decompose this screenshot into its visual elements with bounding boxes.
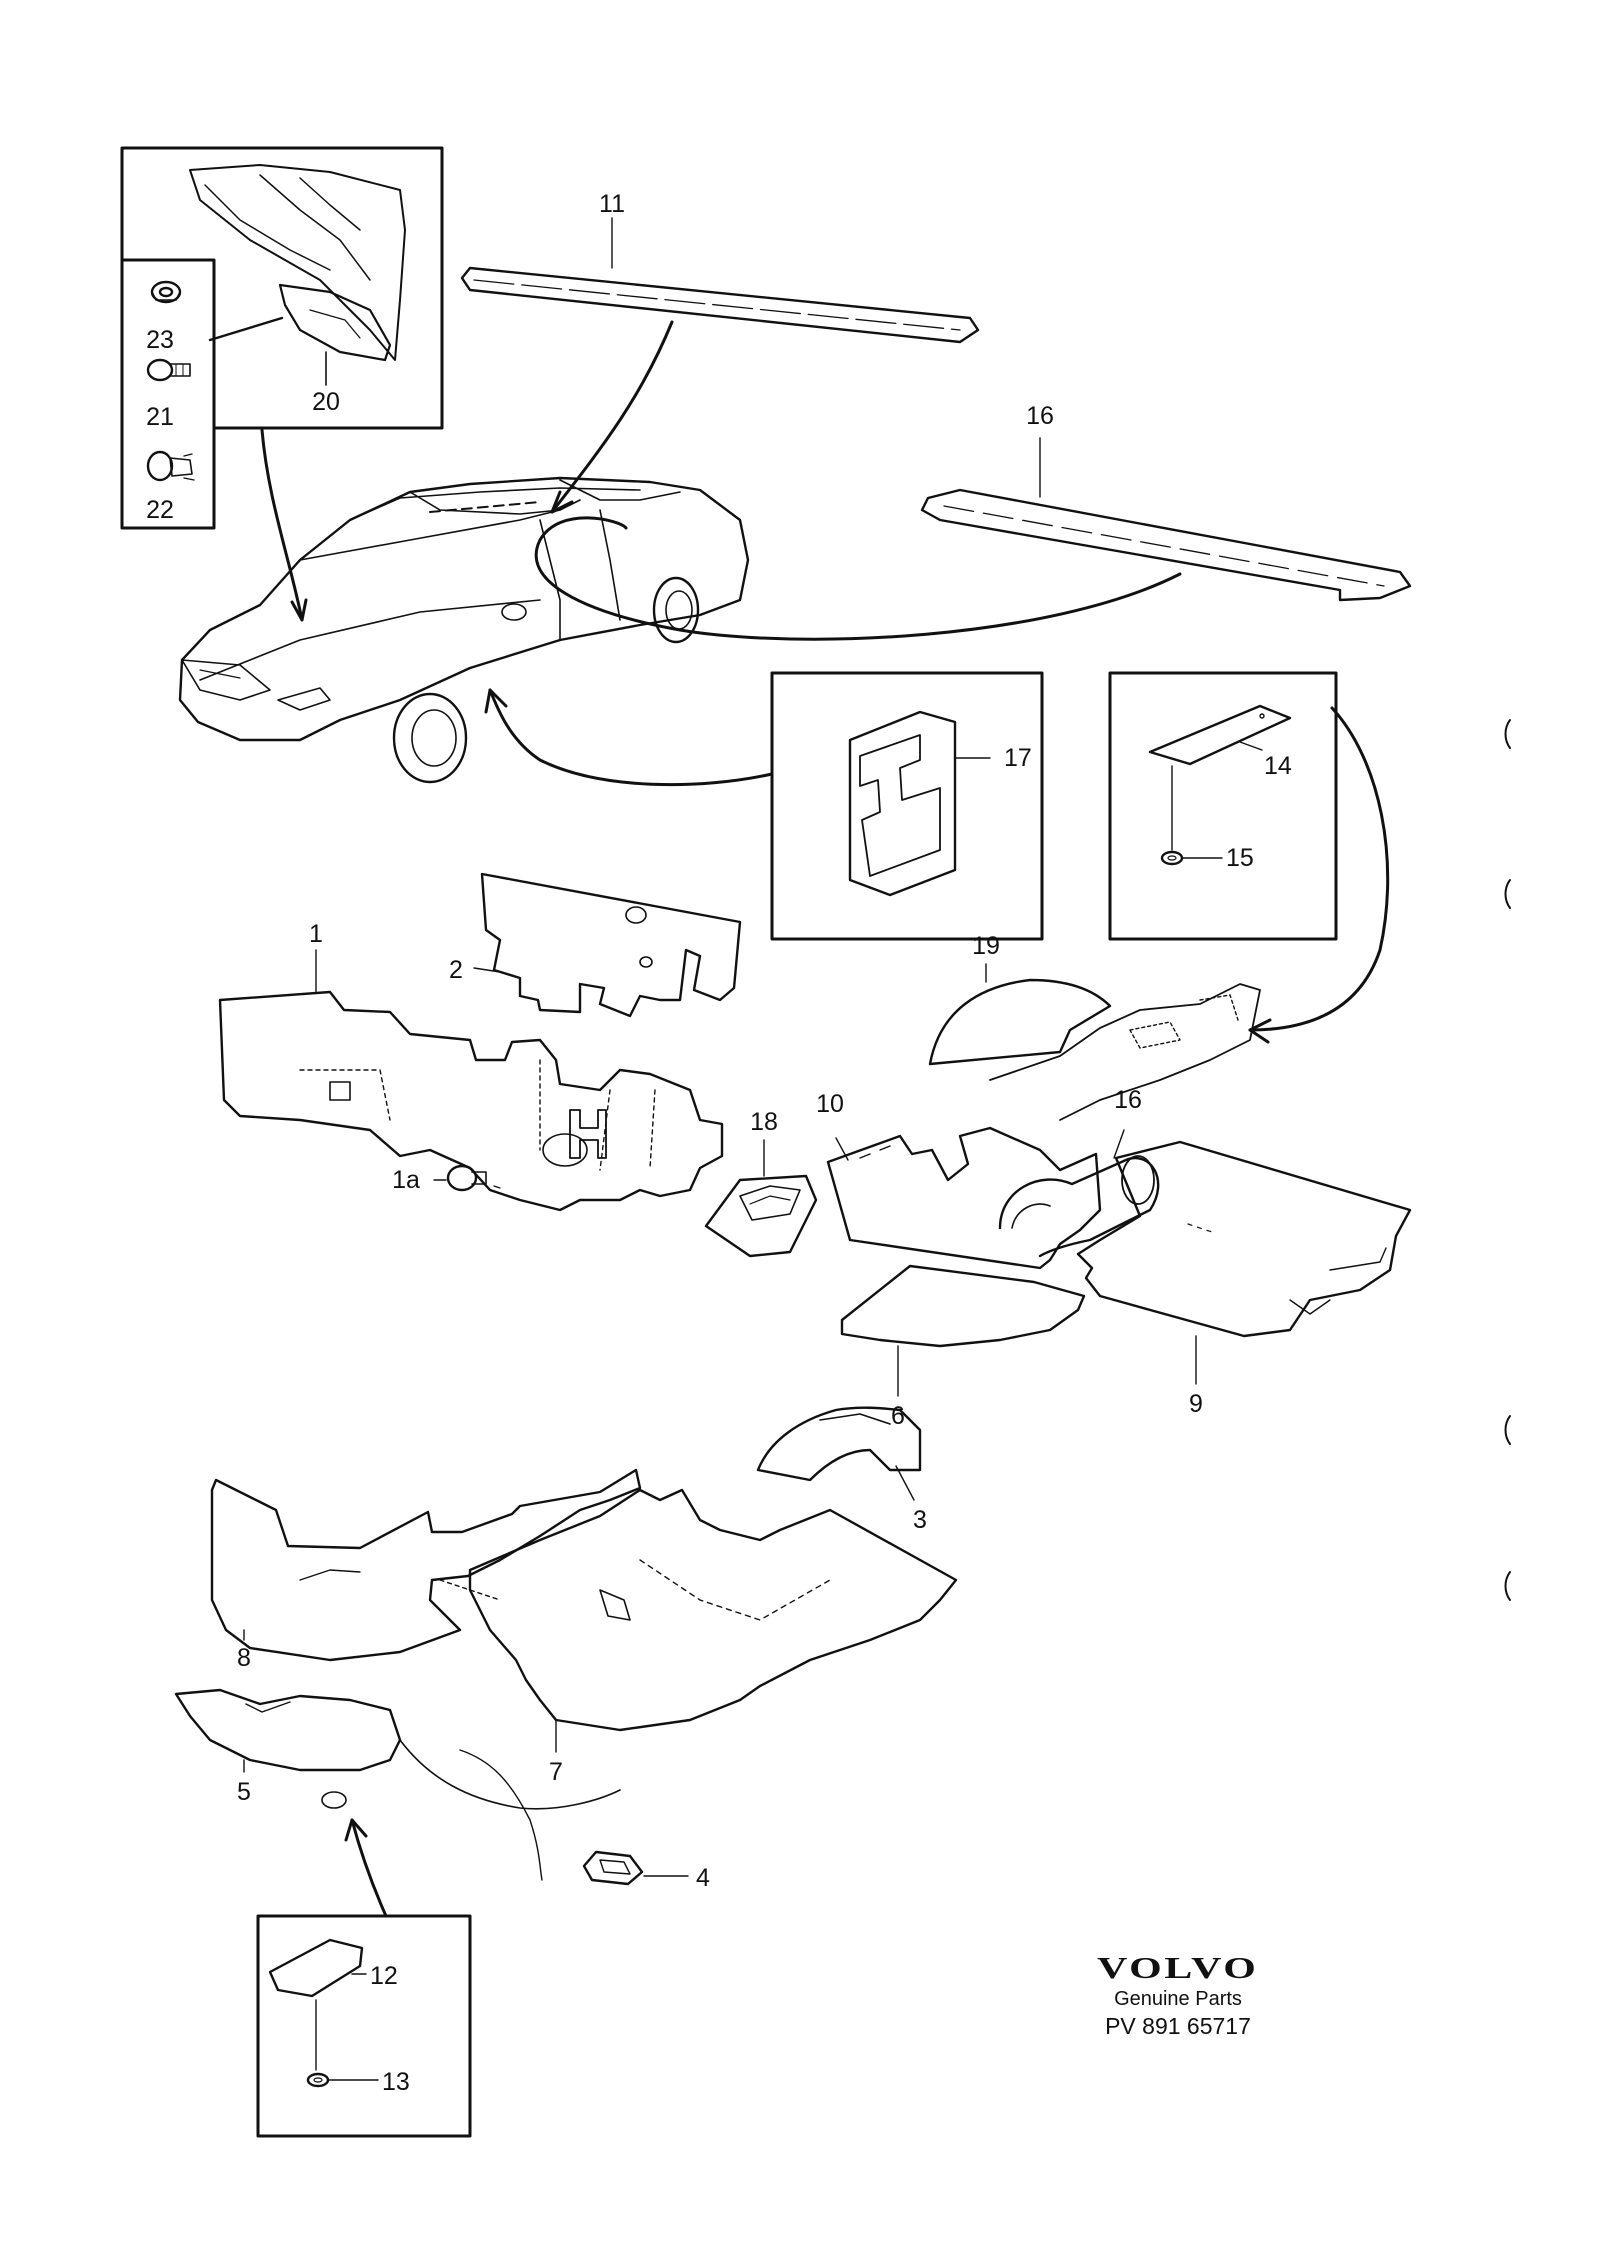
part-9-mat: [1076, 1140, 1412, 1385]
part-12-13-inset: [256, 1914, 472, 2138]
label-part-3: 3: [913, 1506, 927, 1534]
binder-marks: [1504, 719, 1511, 1601]
part-4-clip: [582, 1850, 689, 1886]
part-19-arch: [928, 963, 1112, 1066]
label-part-16: 16: [1026, 402, 1054, 430]
label-part-19: 19: [972, 932, 1000, 960]
brand-subtitle: Genuine Parts: [1114, 1988, 1242, 2010]
label-part-4: 4: [696, 1864, 710, 1892]
label-part-14: 14: [1264, 752, 1292, 780]
label-part-21: 21: [146, 403, 174, 431]
label-part-10: 10: [816, 1090, 844, 1118]
volvo-logo: VOLVO: [1097, 1950, 1259, 1985]
label-part-20: 20: [312, 388, 340, 416]
label-part-17: 17: [1004, 744, 1032, 772]
label-part-23: 23: [146, 326, 174, 354]
label-part-11: 11: [599, 190, 625, 218]
label-part-5: 5: [237, 1778, 251, 1806]
part-7-carpet: [468, 1488, 958, 1753]
part-17-inset: [770, 671, 1044, 941]
label-part-8: 8: [237, 1644, 251, 1672]
car-body: [178, 476, 750, 784]
label-part-7: 7: [549, 1758, 563, 1786]
label-part-1a: 1a: [392, 1166, 420, 1194]
part-5-trim: [174, 1688, 621, 1881]
part-11-strip: [460, 217, 980, 344]
label-part-9: 9: [1189, 1390, 1203, 1418]
part-18-block: [704, 1139, 818, 1258]
part-10-mat: [826, 1126, 1102, 1270]
rear-floor-structure: [989, 983, 1261, 1121]
part-catalog-code: PV 891 65717: [1105, 2013, 1251, 2039]
part-14-15-inset: [1108, 671, 1338, 941]
tunnel-roll: [998, 1129, 1160, 1258]
label-part-1: 1: [309, 920, 323, 948]
label-part-12: 12: [370, 1962, 398, 1990]
leader-arrows: [260, 320, 1390, 1918]
label-part-22: 22: [146, 496, 174, 524]
brand-block: VOLVO Genuine Parts PV 891 65717: [1078, 1950, 1278, 2040]
label-part-15: 15: [1226, 844, 1254, 872]
label-part-18: 18: [750, 1108, 778, 1136]
hood-inset-box: [120, 146, 444, 530]
label-part-6: 6: [891, 1402, 905, 1430]
callout-labels: 23 20 21 22 11 16 17 14 15 2 1 1a 18 19 …: [146, 190, 1292, 2096]
part-8-carpet: [210, 1468, 642, 1662]
part-6-mat: [840, 1264, 1086, 1397]
label-part-16-lower: 16: [1114, 1086, 1142, 1114]
label-part-2: 2: [449, 956, 463, 984]
part-1-panel: [218, 949, 724, 1212]
part-16-strip: [920, 437, 1412, 602]
label-part-13: 13: [382, 2068, 410, 2096]
part-2-panel: [473, 872, 742, 1018]
part-3-cover: [756, 1406, 922, 1501]
